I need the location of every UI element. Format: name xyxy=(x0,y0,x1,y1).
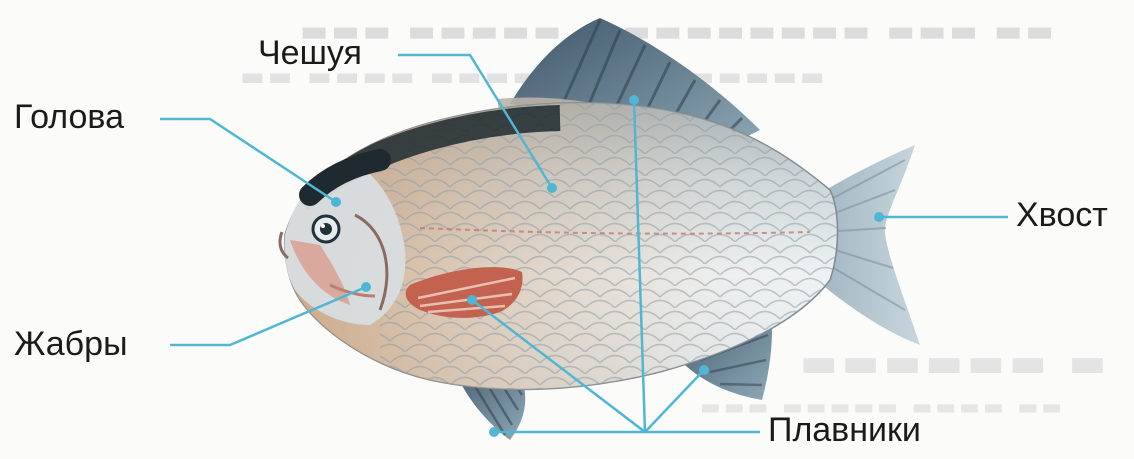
label-scales: Чешуя xyxy=(258,36,362,70)
label-fins: Плавники xyxy=(768,413,921,447)
label-head: Голова xyxy=(14,100,124,134)
label-tail: Хвост xyxy=(1016,198,1108,232)
label-gills: Жабры xyxy=(14,327,128,361)
leader-line-fins-anal xyxy=(645,370,704,432)
